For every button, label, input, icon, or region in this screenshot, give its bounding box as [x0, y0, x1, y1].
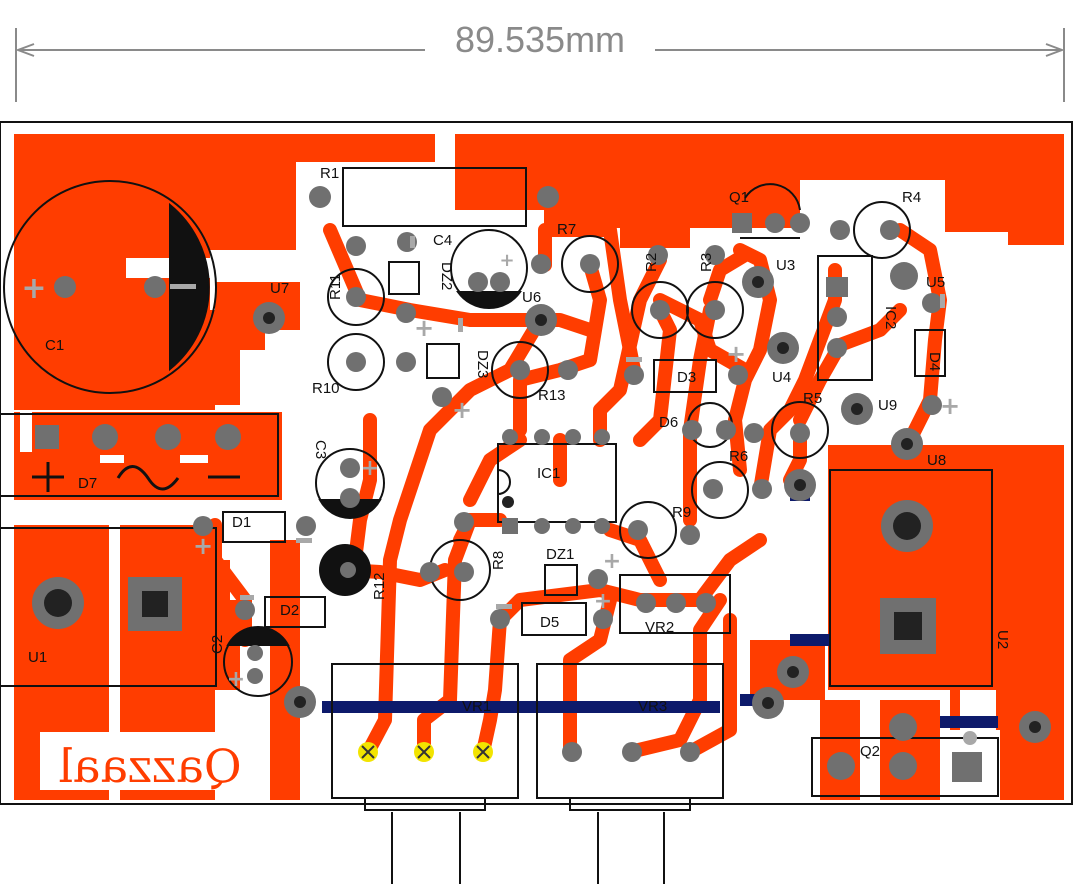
- brand-clearance: [40, 732, 260, 790]
- label-dz1: DZ1: [546, 546, 574, 563]
- label-q2: Q2: [860, 743, 880, 760]
- label-vr3: VR3: [638, 698, 667, 715]
- label-r13: R13: [538, 387, 566, 404]
- pour-clearances: [20, 245, 1064, 730]
- label-r3: R3: [698, 253, 715, 272]
- label-d4: D4: [926, 352, 943, 371]
- vr1-pads: [358, 742, 493, 762]
- label-r4: R4: [902, 189, 921, 206]
- label-c2: C2: [209, 635, 226, 654]
- svg-text:+: +: [452, 396, 472, 424]
- svg-text:+: +: [193, 532, 213, 560]
- svg-text:+: +: [940, 392, 960, 420]
- svg-text:+: +: [21, 271, 46, 306]
- pad-holes: [44, 276, 1041, 733]
- svg-text:+: +: [603, 549, 621, 574]
- label-r10: R10: [312, 380, 340, 397]
- svg-text:+: +: [361, 456, 379, 481]
- label-u3: U3: [776, 257, 795, 274]
- label-r11: R11: [327, 274, 344, 300]
- svg-text:+: +: [414, 314, 434, 342]
- label-u4: U4: [772, 369, 791, 386]
- dimension-label: 89.535mm: [455, 19, 625, 60]
- label-ic2: IC2: [882, 306, 899, 329]
- label-vr1: VR1: [462, 698, 491, 715]
- label-dz3: DZ3: [474, 350, 491, 378]
- dimension-annotation: 89.535mm: [15, 19, 1065, 102]
- label-u1: U1: [28, 649, 47, 666]
- label-r1: R1: [320, 165, 339, 182]
- label-u5: U5: [926, 274, 945, 291]
- label-d6: D6: [659, 414, 678, 431]
- label-d1: D1: [232, 514, 251, 531]
- label-u6: U6: [522, 289, 541, 306]
- component-labels: R1 C1 U7 C4 DZ2 DZ3 R11 R10 U6 R7 R13 R2…: [28, 165, 1011, 760]
- label-r2: R2: [643, 253, 660, 272]
- label-d3: D3: [677, 369, 696, 386]
- label-d7: D7: [78, 475, 97, 492]
- copper-pours: [14, 134, 1064, 800]
- label-r5: R5: [803, 390, 822, 407]
- brand-text: Qazzaal: [58, 739, 241, 793]
- svg-text:+: +: [499, 250, 514, 271]
- label-c1: C1: [45, 337, 64, 354]
- label-u2: U2: [994, 630, 1011, 649]
- brand-mirror: Qazzaal: [58, 739, 241, 793]
- label-u9: U9: [878, 397, 897, 414]
- silkscreen: [0, 167, 999, 884]
- label-r9: R9: [672, 504, 691, 521]
- label-c3: C3: [312, 440, 329, 459]
- ac-symbol: [116, 465, 180, 491]
- label-vr2: VR2: [645, 619, 674, 636]
- label-q1: Q1: [729, 189, 749, 206]
- polarity-marks: [32, 462, 240, 492]
- svg-text:+: +: [227, 667, 245, 692]
- label-c4: C4: [433, 232, 452, 249]
- label-d5: D5: [540, 614, 559, 631]
- label-u7: U7: [270, 280, 289, 297]
- label-dz2: DZ2: [438, 262, 455, 290]
- label-d2: D2: [280, 602, 299, 619]
- label-r6: R6: [729, 448, 748, 465]
- label-r8: R8: [490, 551, 507, 570]
- label-r12: R12: [371, 572, 388, 600]
- svg-text:+: +: [594, 589, 612, 614]
- label-ic1: IC1: [537, 465, 560, 482]
- svg-text:+: +: [726, 340, 746, 368]
- polarity-signs: + + + + + + + + + + +: [21, 236, 977, 745]
- label-u8: U8: [927, 452, 946, 469]
- label-r7: R7: [557, 221, 576, 238]
